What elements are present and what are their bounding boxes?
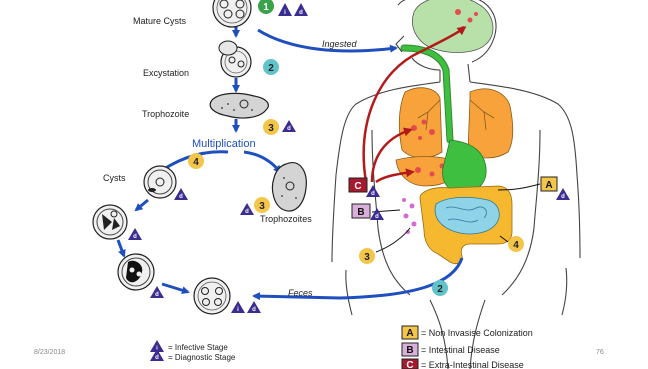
stage-2-number-body: 2	[437, 284, 443, 295]
slide-date: 8/23/2018	[34, 349, 65, 356]
label-feces: Feces	[288, 288, 313, 298]
legend-a-text: = Non Invasise Colonization	[421, 328, 533, 338]
stage-3-number-trophozoites: 3	[259, 201, 265, 212]
pointer-3	[376, 228, 410, 252]
legend-c-text: = Extra-Intestinal Disease	[421, 360, 524, 369]
legend-c-letter: C	[406, 360, 413, 369]
label-ingested: Ingested	[322, 39, 358, 49]
diagnostic-marker-cyst-two-letter: d	[133, 234, 137, 240]
label-multiplication: Multiplication	[192, 138, 256, 150]
disease-legend: A = Non Invasise Colonization B = Intest…	[402, 326, 533, 369]
legend-diagnostic-text: = Diagnostic Stage	[168, 353, 236, 362]
cyst-stage-two	[93, 205, 127, 239]
diagnostic-marker-bottom-letter: d	[252, 307, 256, 313]
feces-arrow	[254, 258, 462, 298]
diagnostic-marker-a-letter: d	[561, 194, 565, 200]
legend-a-letter: A	[406, 328, 413, 339]
stage-4-number-cysts: 4	[193, 157, 199, 168]
trophozoite-organism	[210, 93, 268, 118]
stage-4-number-body: 4	[513, 240, 519, 251]
slide-number: 76	[596, 349, 604, 356]
mature-cyst-top	[213, 0, 251, 27]
legend-b-letter: B	[406, 345, 413, 356]
arrow-cyst-down-2	[118, 240, 124, 256]
label-excystation: Excystation	[143, 68, 189, 78]
excystation-organism	[219, 41, 251, 77]
region-c-letter: C	[354, 181, 361, 192]
diagnostic-marker-b-letter: d	[375, 214, 379, 220]
legend-b-text: = Intestinal Disease	[421, 345, 500, 355]
mature-cyst-bottom	[194, 278, 230, 314]
left-lung	[399, 88, 442, 158]
label-cysts: Cysts	[103, 173, 126, 183]
label-trophozoites: Trophozoites	[260, 214, 312, 224]
diagnostic-marker-cyst-letter: d	[179, 194, 183, 200]
stage-2-number-excystation: 2	[268, 63, 274, 74]
stage-legend: i = Infective Stage d = Diagnostic Stage	[150, 340, 236, 362]
stage-3-number-body: 3	[364, 252, 370, 263]
diagnostic-marker-trophozoite-letter: d	[287, 126, 291, 132]
label-trophozoite: Trophozoite	[142, 109, 189, 119]
cyst-left	[144, 166, 176, 198]
legend-diagnostic-icon-letter: d	[155, 355, 159, 361]
arrow-cyst-down-1	[136, 200, 148, 210]
arrow-to-trophozoites	[244, 152, 280, 172]
legend-infective-text: = Infective Stage	[168, 343, 228, 352]
brain	[412, 0, 493, 52]
diagnostic-marker-c-letter: d	[371, 191, 375, 197]
diagnostic-marker-cyst-three-letter: d	[155, 292, 159, 298]
region-b-letter: B	[357, 207, 364, 218]
trophozoites-organism	[272, 163, 306, 211]
arrow-to-mature-cyst	[162, 284, 188, 292]
stage-3-number-trophozoite: 3	[268, 123, 274, 134]
stage-1-number-top: 1	[263, 2, 269, 13]
diagnostic-marker-top-letter: d	[299, 10, 303, 16]
diagnostic-marker-trophozoites-letter: d	[245, 209, 249, 215]
label-mature-cysts: Mature Cysts	[133, 16, 187, 26]
region-a-letter: A	[545, 180, 552, 191]
cyst-stage-three	[118, 254, 154, 290]
